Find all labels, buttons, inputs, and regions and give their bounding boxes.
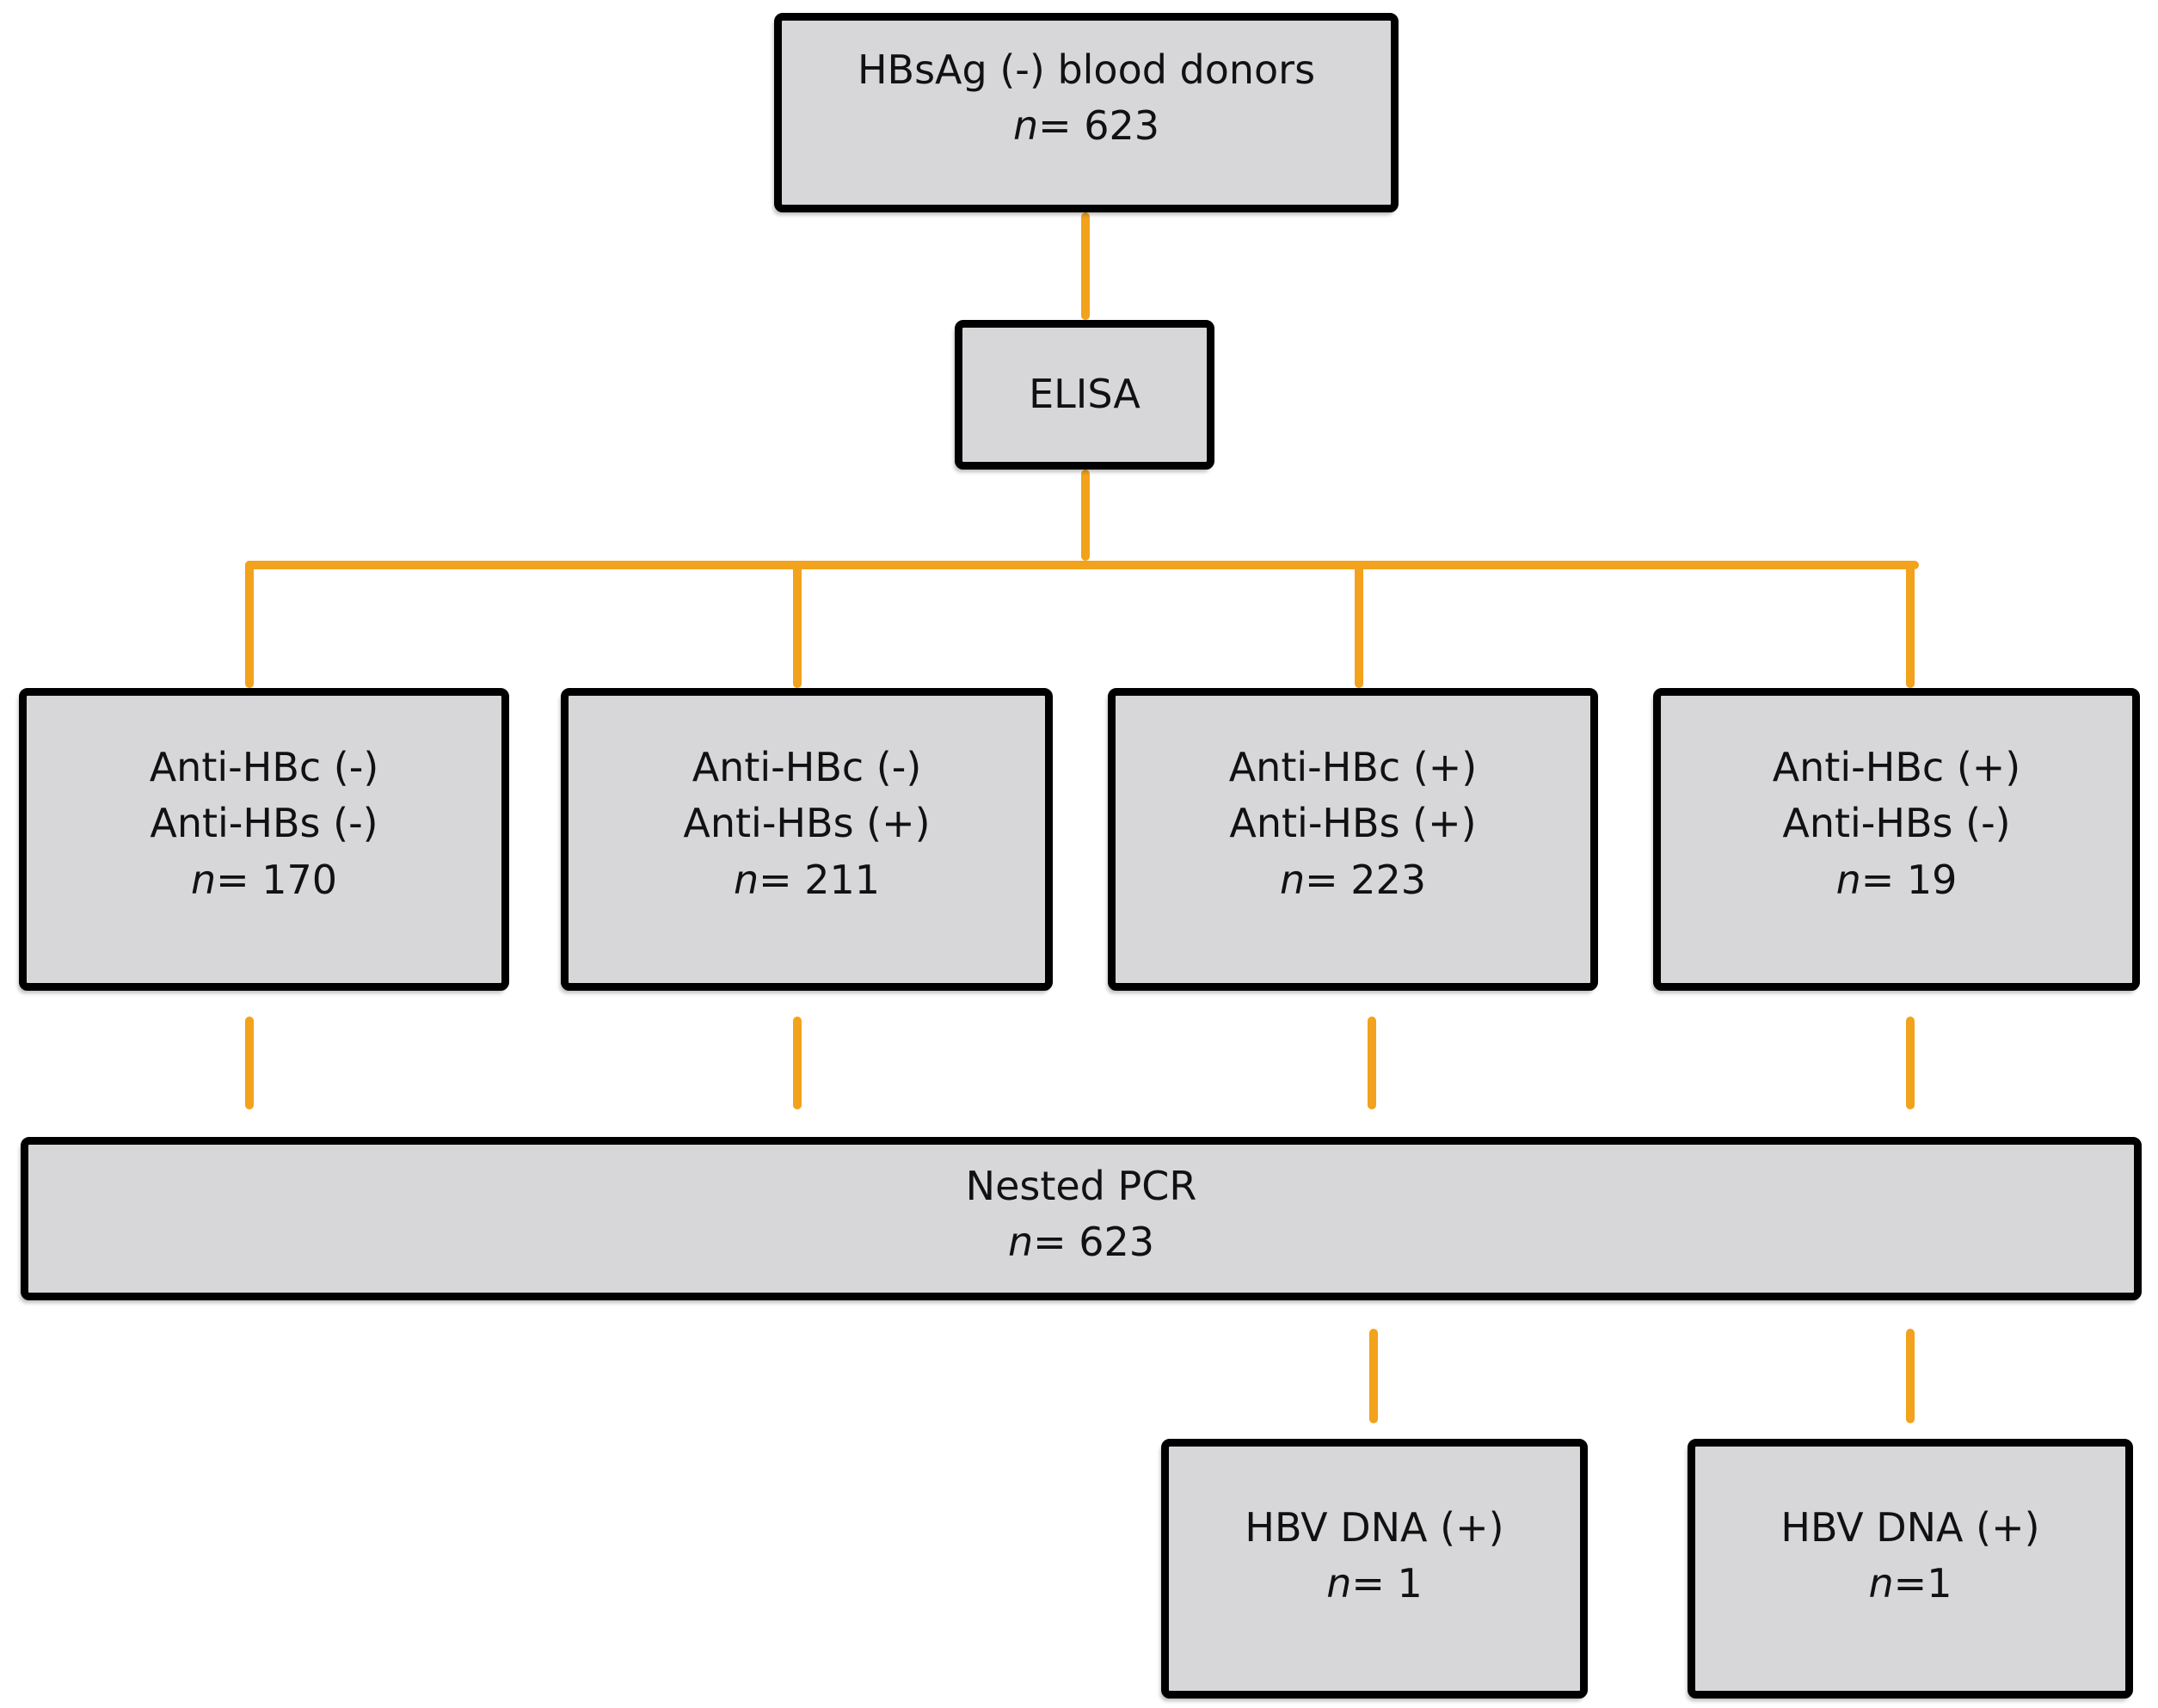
- node-count: n=1: [1868, 1560, 1952, 1607]
- connector-group1-to-pcr: [245, 1017, 254, 1109]
- node-count: n= 1: [1326, 1560, 1423, 1607]
- node-label: ELISA: [1029, 371, 1140, 418]
- connector-elisa-to-branch: [1081, 470, 1090, 561]
- connector-pcr-to-result2: [1906, 1329, 1915, 1423]
- node-label: HBsAg (-) blood donors: [857, 46, 1316, 93]
- node-hbsag-negative-donors: HBsAg (-) blood donors n= 623: [774, 13, 1399, 212]
- node-label: Anti-HBs (-): [150, 800, 378, 847]
- node-antihbc-neg-antihbs-neg: Anti-HBc (-) Anti-HBs (-) n= 170: [19, 688, 509, 991]
- connector-branch-to-group2: [793, 561, 802, 688]
- connector-pcr-to-result1: [1369, 1329, 1378, 1423]
- node-count: n= 623: [1007, 1219, 1155, 1265]
- node-label: Anti-HBc (+): [1228, 744, 1478, 791]
- node-antihbc-pos-antihbs-pos: Anti-HBc (+) Anti-HBs (+) n= 223: [1108, 688, 1598, 991]
- node-hbv-dna-positive-right: HBV DNA (+) n=1: [1688, 1439, 2133, 1699]
- node-label: Anti-HBc (-): [149, 744, 379, 791]
- node-count: n= 623: [1012, 102, 1160, 149]
- node-label: Anti-HBc (+): [1772, 744, 2021, 791]
- connector-branch-to-group3: [1355, 561, 1363, 688]
- node-elisa: ELISA: [955, 320, 1214, 470]
- node-antihbc-pos-antihbs-neg: Anti-HBc (+) Anti-HBs (-) n= 19: [1653, 688, 2140, 991]
- node-hbv-dna-positive-left: HBV DNA (+) n= 1: [1161, 1439, 1588, 1699]
- node-label: HBV DNA (+): [1245, 1503, 1504, 1551]
- connector-branch-to-group1: [245, 561, 254, 688]
- node-count: n= 211: [733, 856, 881, 903]
- connector-branch-horizontal: [245, 561, 1919, 569]
- node-label: Anti-HBs (+): [1229, 800, 1477, 847]
- node-nested-pcr: Nested PCR n= 623: [21, 1137, 2142, 1300]
- node-label: Nested PCR: [965, 1162, 1197, 1209]
- connector-branch-to-group4: [1906, 561, 1915, 688]
- node-count: n= 223: [1279, 856, 1427, 903]
- connector-group3-to-pcr: [1368, 1017, 1376, 1109]
- node-count: n= 170: [190, 856, 338, 903]
- node-antihbc-neg-antihbs-pos: Anti-HBc (-) Anti-HBs (+) n= 211: [561, 688, 1053, 991]
- connector-group4-to-pcr: [1906, 1017, 1915, 1109]
- node-label: HBV DNA (+): [1780, 1503, 2040, 1551]
- node-label: Anti-HBs (+): [683, 800, 931, 847]
- connector-group2-to-pcr: [793, 1017, 802, 1109]
- node-label: Anti-HBc (-): [692, 744, 922, 791]
- node-label: Anti-HBs (-): [1782, 800, 2011, 847]
- connector-donors-to-elisa: [1081, 212, 1090, 320]
- node-count: n= 19: [1835, 856, 1958, 903]
